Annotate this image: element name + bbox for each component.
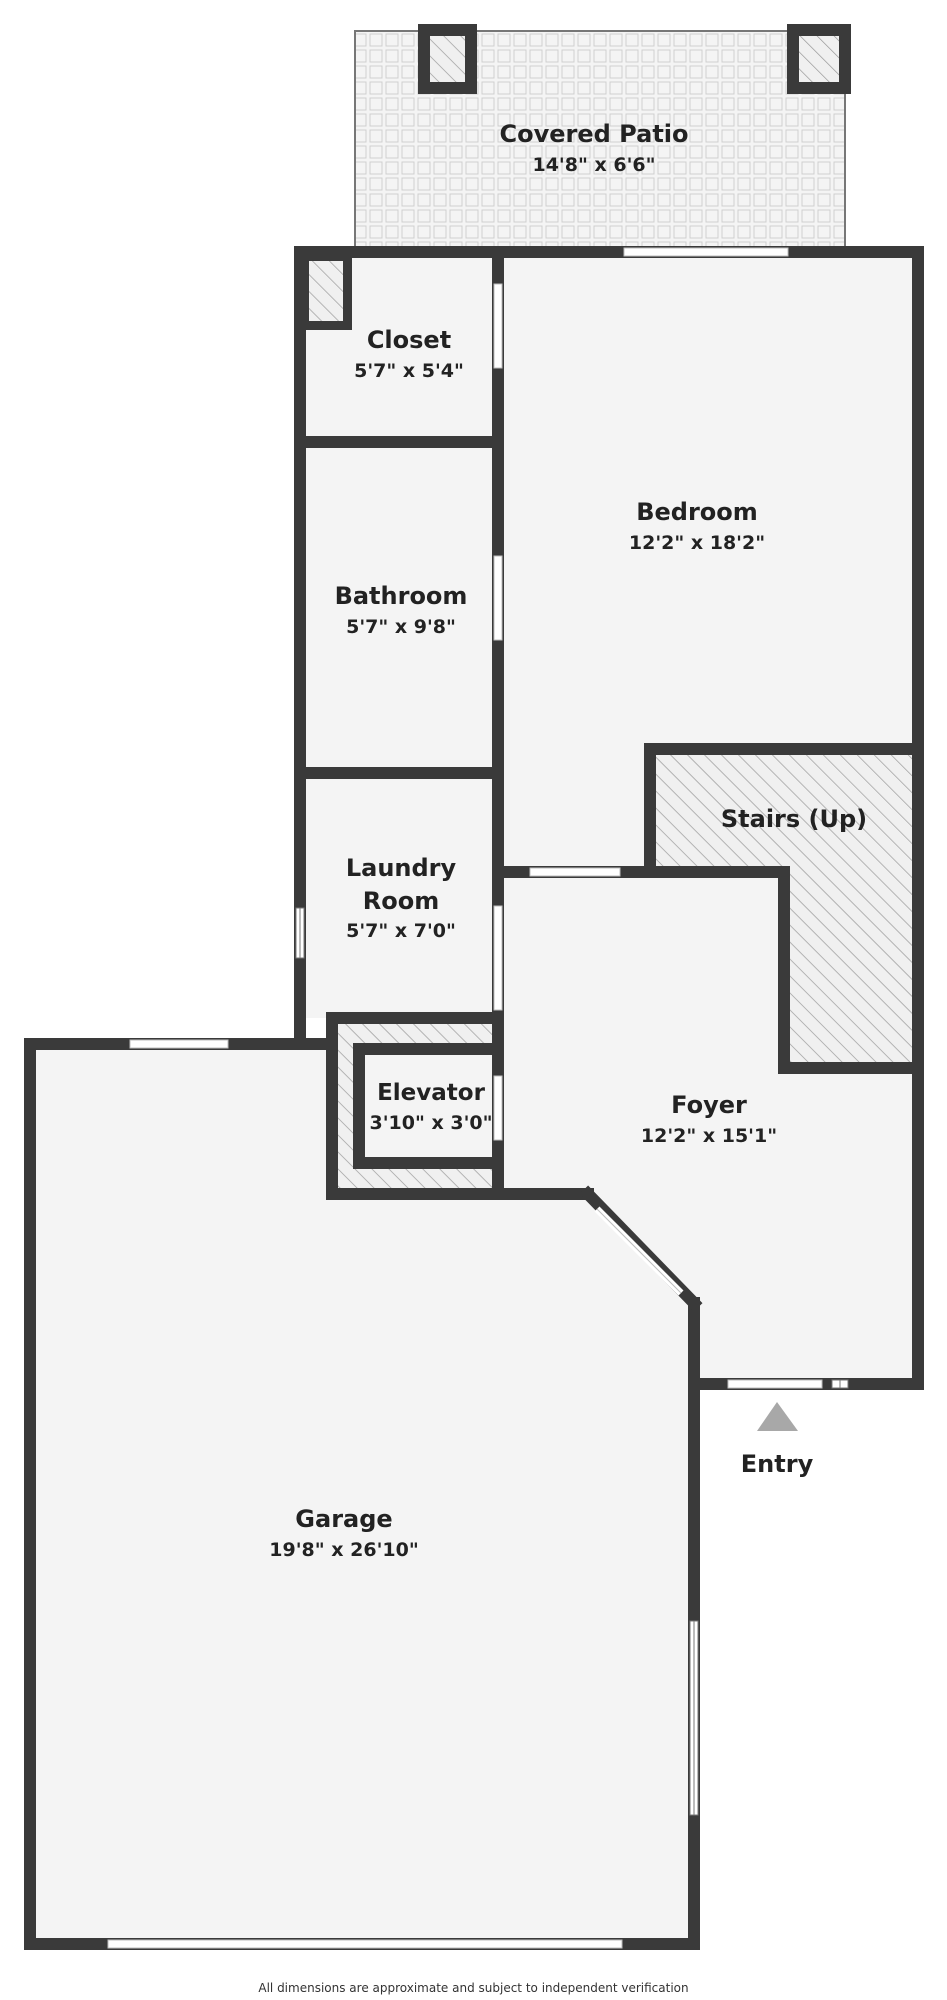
bathroom-name: Bathroom <box>335 582 468 610</box>
closet-dims: 5'7" x 5'4" <box>354 360 464 382</box>
bathroom-dims: 5'7" x 9'8" <box>346 616 456 638</box>
closet-door <box>493 283 503 369</box>
laundry-window <box>295 907 305 959</box>
laundry-floor <box>300 773 498 1018</box>
elevator-cab <box>353 1043 504 1169</box>
elevator-door <box>493 1075 503 1141</box>
bathroom-door <box>493 555 503 641</box>
stairs-name: Stairs (Up) <box>721 805 867 833</box>
foyer-name: Foyer <box>671 1091 747 1119</box>
elevator-dims: 3'10" x 3'0" <box>369 1112 492 1134</box>
garage-name: Garage <box>295 1505 392 1533</box>
garage-door <box>107 1939 623 1949</box>
covered-patio-dims: 14'8" x 6'6" <box>532 154 655 176</box>
laundry-name-line2: Room <box>363 887 439 915</box>
foyer-floor <box>498 872 918 1384</box>
garage-top-window <box>129 1039 229 1049</box>
bedroom-name: Bedroom <box>636 498 758 526</box>
dimensions-disclaimer: All dimensions are approximate and subje… <box>258 1981 689 1995</box>
closet-name: Closet <box>367 326 451 354</box>
bedroom-dims: 12'2" x 18'2" <box>629 532 765 554</box>
closet-column <box>300 252 352 330</box>
labels: Covered Patio 14'8" x 6'6" Closet 5'7" x… <box>269 120 867 1561</box>
bedroom-top-opening <box>623 247 789 257</box>
windows <box>107 247 849 1949</box>
laundry-door <box>493 905 503 1011</box>
garage-dims: 19'8" x 26'10" <box>269 1539 418 1561</box>
elevator <box>332 1018 504 1194</box>
patio-column-left <box>418 24 477 94</box>
covered-patio-name: Covered Patio <box>500 120 689 148</box>
entry-door <box>727 1379 849 1389</box>
laundry-dims: 5'7" x 7'0" <box>346 920 456 942</box>
bedroom-door <box>529 867 621 877</box>
entry-arrow-icon <box>757 1402 798 1431</box>
garage-side-window <box>689 1620 699 1816</box>
entry-label: Entry <box>741 1450 814 1478</box>
foyer-dims: 12'2" x 15'1" <box>641 1125 777 1147</box>
covered-patio <box>354 24 851 253</box>
bathroom-floor <box>300 442 498 773</box>
patio-column-right <box>787 24 851 94</box>
elevator-name: Elevator <box>377 1080 486 1106</box>
laundry-name-line1: Laundry <box>346 854 457 882</box>
garage-floor <box>30 1044 694 1944</box>
